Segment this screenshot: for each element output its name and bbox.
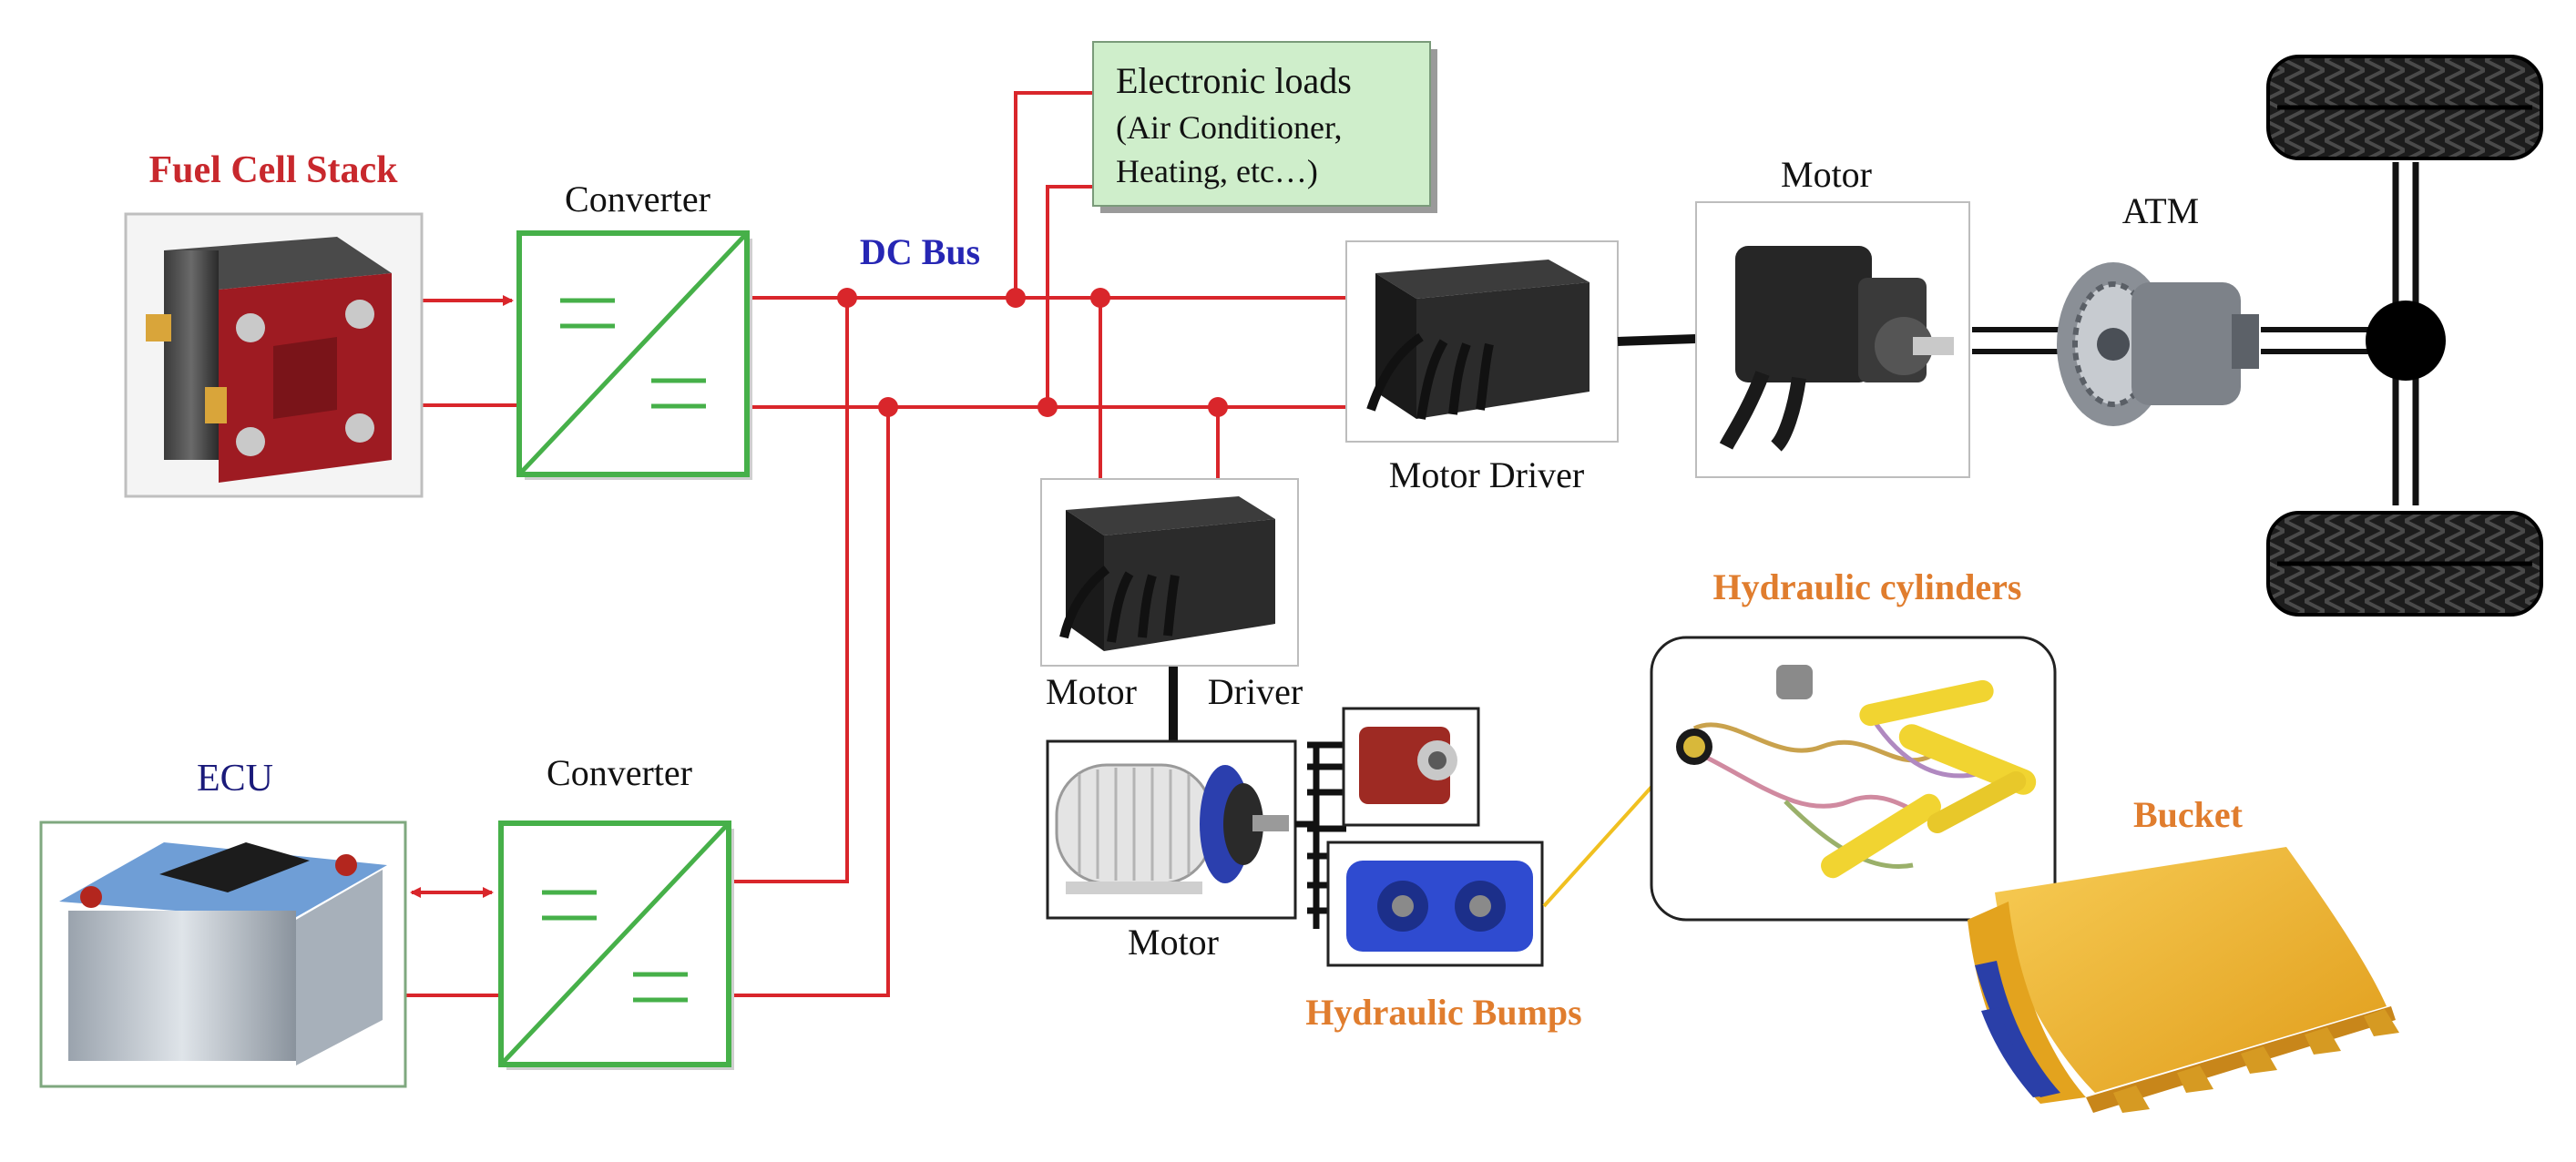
electronic-loads-box: Electronic loads (Air Conditioner, Heati… — [1092, 41, 1437, 213]
motor-main-body — [1735, 246, 1872, 382]
differential-hub — [2366, 301, 2446, 381]
driver-to-motor-shaft — [1617, 334, 1697, 346]
cylinders-reservoir — [1776, 665, 1813, 699]
motor-driver-main-top — [1375, 260, 1590, 299]
fuel-cell-stack-image — [124, 212, 424, 498]
hydraulic-bumps-label: Hydraulic Bumps — [1305, 992, 1581, 1033]
dc-bus-label: DC Bus — [860, 231, 980, 272]
junction-dot — [1006, 288, 1026, 308]
hydraulic-cylinders-image — [1650, 636, 2057, 922]
transmission-image — [2057, 262, 2259, 426]
junction-dot — [837, 288, 857, 308]
motor-driver-main-label: Motor Driver — [1389, 454, 1584, 495]
pump-blue-port-inner — [1469, 895, 1491, 917]
ecu-label: ECU — [197, 758, 273, 800]
fuel-cell-side — [164, 250, 219, 460]
motor-main-image — [1695, 201, 1970, 478]
converter-bottom-symbol — [498, 821, 734, 1070]
motor-aux-base — [1066, 882, 1202, 894]
ecu-terminal — [335, 854, 357, 876]
motor-driver-aux-top — [1066, 496, 1275, 535]
converter-bottom-label: Converter — [547, 752, 692, 793]
junction-dot — [1038, 397, 1058, 417]
electronic-loads-panel — [1092, 41, 1431, 207]
fuel-cell-terminal — [205, 387, 227, 423]
junction-dot — [878, 397, 898, 417]
motor-driver-aux-cables — [1059, 566, 1180, 643]
loader-bucket-image — [1968, 847, 2399, 1113]
bucket-teeth — [2113, 1009, 2399, 1113]
hydraulic-cylinders-label: Hydraulic cylinders — [1713, 566, 2022, 607]
tire-image — [2266, 511, 2543, 617]
converter-top-label: Converter — [565, 178, 710, 219]
motor-driver-aux-label-part2: Driver — [1208, 671, 1303, 712]
electric-motor-image — [1046, 739, 1297, 920]
pump-to-cylinders-link — [1542, 783, 1655, 908]
fuel-cell-terminal — [146, 314, 171, 341]
electronic-loads-detail-2: Heating, etc…) — [1116, 153, 1318, 189]
converter-top-diagonal — [517, 231, 749, 476]
fuel-cell-bolt — [345, 300, 374, 329]
ecu-terminal — [80, 886, 102, 908]
bucket-blue-stripe — [1981, 1007, 2048, 1097]
motor-driver-aux-label-part1: Motor — [1046, 671, 1137, 712]
motor-main-shaft-hub — [1875, 317, 1933, 375]
motor-main-label: Motor — [1781, 154, 1872, 195]
pump-blue-port-inner — [1392, 895, 1414, 917]
bus-feeder-to-converter-bottom-top — [729, 298, 849, 883]
converter-top-symbol — [516, 230, 752, 480]
electronic-loads-title: Electronic loads — [1116, 60, 1352, 101]
motor-aux-hub — [1223, 783, 1263, 865]
battery-pack-image — [39, 821, 407, 1088]
bucket-blue-stripe — [1975, 961, 2060, 1097]
hydraulic-pump-image — [1326, 841, 1544, 967]
bucket-back — [1995, 847, 2387, 1093]
motor-aux-shaft — [1252, 815, 1289, 831]
ecu-cells-side — [296, 870, 383, 1065]
converter-bottom-diagonal — [499, 821, 731, 1066]
fuel-cell-manifold — [273, 337, 337, 419]
atm-tail — [2232, 314, 2259, 369]
atm-gear-hub — [2097, 328, 2130, 361]
fuel-cell-bolt — [345, 413, 374, 443]
fuel-cell-bolt — [236, 427, 265, 456]
ecu-control-box — [159, 842, 310, 892]
bus-feeder-to-converter-bottom-bottom — [729, 407, 890, 997]
bus-junction-dots — [837, 288, 1228, 417]
motor-driver-aux-image — [1040, 478, 1299, 667]
bucket-label: Bucket — [2133, 794, 2244, 835]
motor-driver-main-cables — [1366, 332, 1494, 420]
bucket-side — [1968, 902, 2086, 1104]
cylinders-rods — [1821, 679, 2037, 879]
cylinders-gauge-ring — [1683, 736, 1705, 758]
fuel-cell-top-face — [164, 237, 392, 290]
loads-feeder-a — [1014, 91, 1093, 298]
fuel-cell-bolt — [236, 313, 265, 342]
ecu-cells — [68, 911, 296, 1061]
hydraulic-pump-image — [1342, 707, 1480, 827]
tire-image — [2266, 55, 2543, 160]
junction-dot — [1208, 397, 1228, 417]
atm-gearbox-body — [2131, 282, 2241, 405]
motor-main-shaft — [1913, 337, 1954, 355]
motor-aux-label: Motor — [1128, 922, 1219, 963]
fuel-cell-stack-label: Fuel Cell Stack — [149, 149, 399, 191]
motor-driver-main-image — [1345, 240, 1619, 443]
loads-feeder-b — [1046, 185, 1093, 407]
electronic-loads-detail-1: (Air Conditioner, — [1116, 109, 1343, 146]
pump-red-port-inner — [1428, 751, 1446, 770]
motor-aux-fins — [1078, 768, 1191, 881]
motor-main-cables — [1719, 371, 1806, 452]
atm-label: ATM — [2122, 190, 2199, 231]
drive-axle — [2366, 162, 2446, 505]
junction-dot — [1090, 288, 1110, 308]
